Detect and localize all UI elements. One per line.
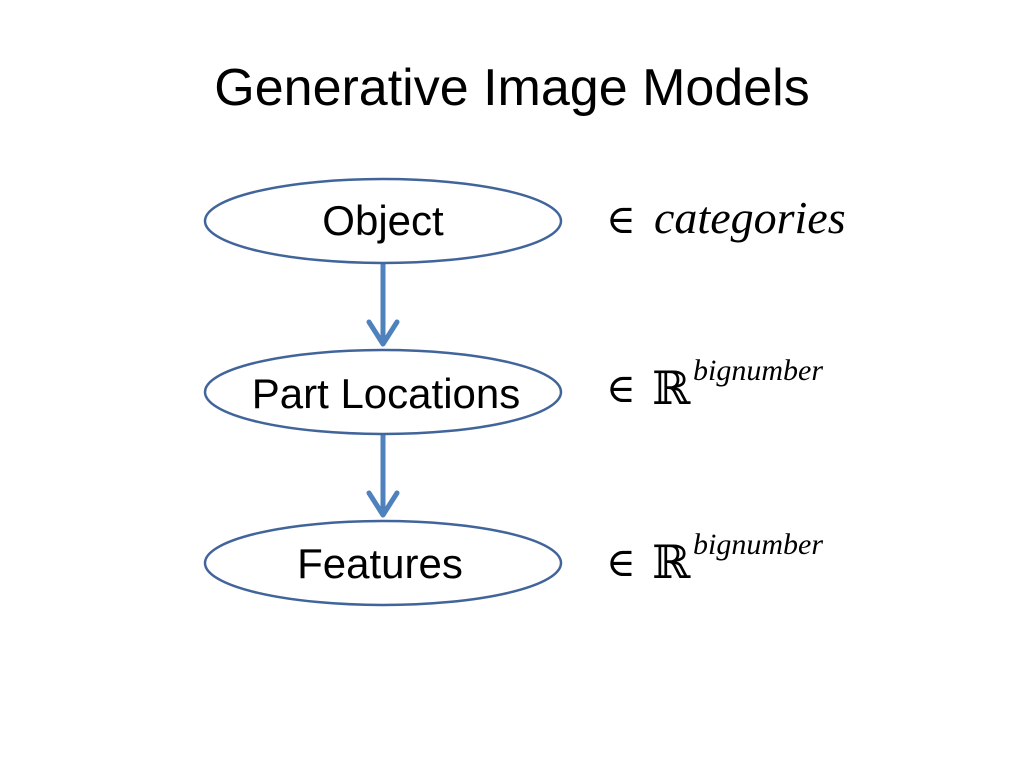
arrow-head [366,490,400,518]
element-of-symbol: ∈ [606,197,636,243]
set-name: ℝ [652,361,691,415]
node-label: Part Locations [252,370,521,417]
element-of-symbol: ∈ [606,366,636,412]
edge-part-locations-to-features [366,432,400,518]
annotation-features: ∈ ℝ bignumber [606,528,823,589]
arrow-head [366,319,400,347]
annotation-object: ∈ categories [606,192,846,243]
node-features: Features [203,519,563,607]
node-object: Object [203,177,563,265]
node-ellipse [203,519,563,607]
node-label: Object [322,197,444,244]
set-name: ℝ [652,535,691,589]
slide-title: Generative Image Models [214,59,810,117]
node-ellipse [203,177,563,265]
annotation-part-locations: ∈ ℝ bignumber [606,354,823,415]
node-label: Features [297,540,463,587]
node-ellipse [203,348,563,436]
set-superscript: bignumber [693,528,823,561]
node-part-locations: Part Locations [203,348,563,436]
element-of-symbol: ∈ [606,540,636,586]
set-name: categories [654,192,846,243]
set-superscript: bignumber [693,354,823,387]
edge-object-to-part-locations [366,261,400,347]
